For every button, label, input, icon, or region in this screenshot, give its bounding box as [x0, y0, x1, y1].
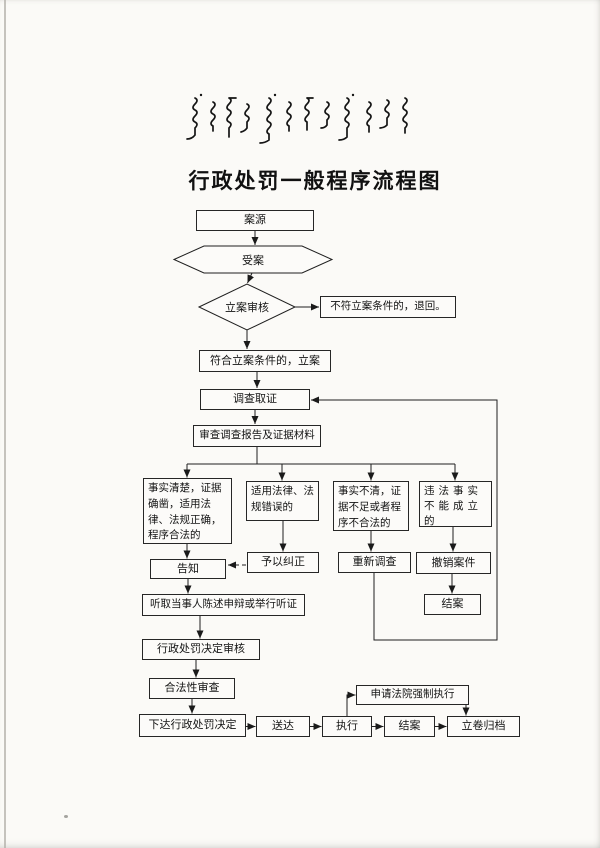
node-execute: 执行: [322, 716, 372, 737]
node-wrong-law: 适用法律、法规错误的: [246, 481, 319, 521]
node-not-meeting-return: 不符立案条件的，退回。: [320, 296, 456, 318]
node-revoke-case: 撤销案件: [416, 552, 491, 574]
node-correct: 予以纠正: [247, 552, 319, 573]
node-legality-review: 合法性审查: [149, 678, 235, 699]
node-notify: 告知: [150, 559, 226, 579]
node-close-case: 结案: [384, 716, 435, 737]
node-archive: 立卷归档: [447, 716, 520, 737]
scan-edge-artifact: [4, 0, 6, 848]
node-meeting-file-case: 符合立案条件的，立案: [199, 350, 331, 372]
node-review-report: 审查调查报告及证据材料: [193, 425, 321, 447]
node-hearing: 听取当事人陈述申辩或举行听证: [142, 594, 305, 616]
node-facts-clear: 事实清楚，证据确凿，适用法律、法规正确，程序合法的: [143, 478, 232, 544]
node-decision-review: 行政处罚决定审核: [142, 639, 260, 660]
node-accept-case: 受案: [242, 254, 264, 267]
node-case-source: 案源: [196, 210, 314, 231]
node-facts-unclear: 事实不清，证据不足或者程序不合法的: [333, 481, 409, 531]
node-court-execution: 申请法院强制执行: [356, 685, 469, 705]
node-reinvestigate: 重新调查: [338, 552, 411, 573]
page-title: 行政处罚一般程序流程图: [188, 169, 442, 193]
scan-speck: [64, 815, 68, 818]
node-filing-review: 立案审核: [225, 302, 269, 314]
node-deliver: 送达: [256, 716, 310, 737]
node-issue-decision: 下达行政处罚决定: [139, 714, 246, 737]
mongolian-script-title: [186, 93, 408, 144]
node-close-case-after-revoke: 结案: [424, 594, 481, 615]
node-not-established: 违法事实不能成立的: [419, 481, 492, 527]
node-investigation: 调查取证: [200, 389, 310, 410]
